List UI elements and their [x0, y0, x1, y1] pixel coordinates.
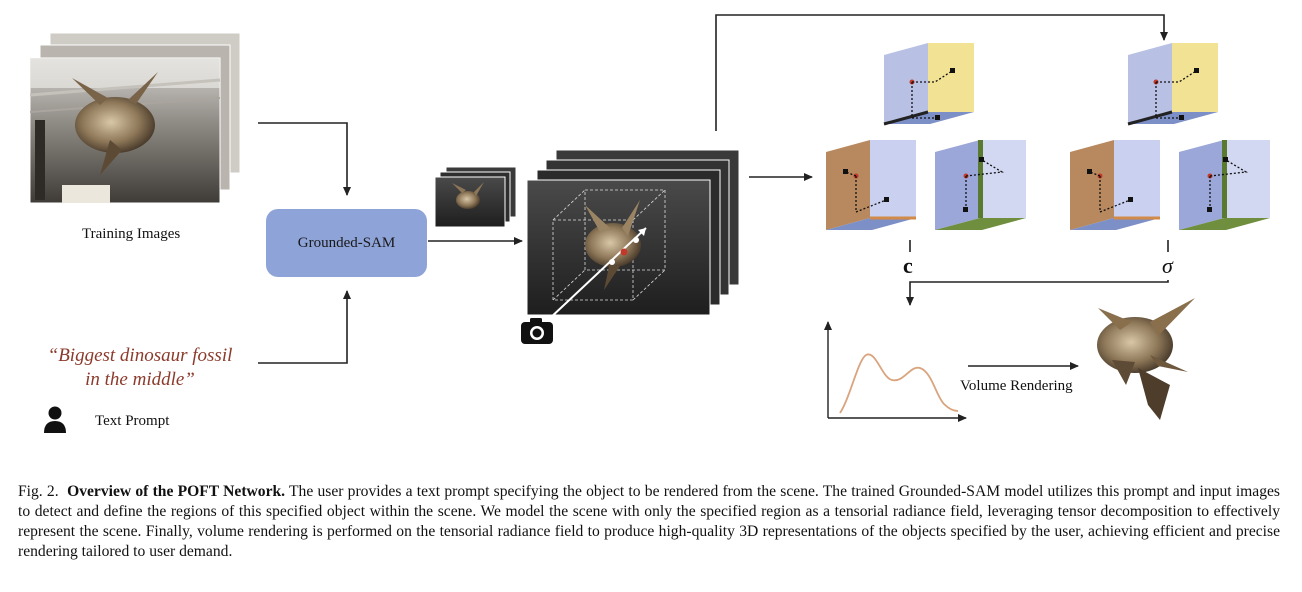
grounded-sam-box: Grounded-SAM: [266, 209, 427, 277]
pipeline-diagram: [29, 14, 1270, 433]
tensor-cube-icon: [826, 43, 1026, 230]
text-prompt-quote: “Biggest dinosaur fossil in the middle”: [20, 344, 260, 392]
camera-icon: [521, 318, 553, 344]
prompt-line-2: in the middle”: [85, 369, 195, 390]
training-images-label: Training Images: [82, 226, 181, 242]
mask-thumbnails: [434, 166, 517, 228]
density-symbol: σ: [1162, 253, 1173, 278]
figure-caption: Fig. 2. Overview of the POFT Network. Th…: [18, 482, 1280, 562]
photo-stack-icon: [29, 32, 241, 204]
fossil-render-icon: [1097, 298, 1195, 420]
color-symbol: c: [903, 253, 913, 278]
text-prompt-label: Text Prompt: [95, 413, 170, 429]
grounded-sam-label: Grounded-SAM: [297, 234, 396, 251]
density-plot: [824, 321, 967, 422]
person-icon: [44, 406, 66, 433]
tensor-cube-icon: [1070, 43, 1270, 230]
prompt-line-1: “Biggest dinosaur fossil: [47, 345, 233, 366]
volume-rendering-label: Volume Rendering: [960, 378, 1073, 394]
caption-title: Overview of the POFT Network.: [67, 483, 286, 500]
scene-render-stack: [526, 149, 740, 321]
caption-fig-label: Fig. 2.: [18, 483, 59, 500]
caption-body: The user provides a text prompt specifyi…: [18, 483, 1280, 560]
